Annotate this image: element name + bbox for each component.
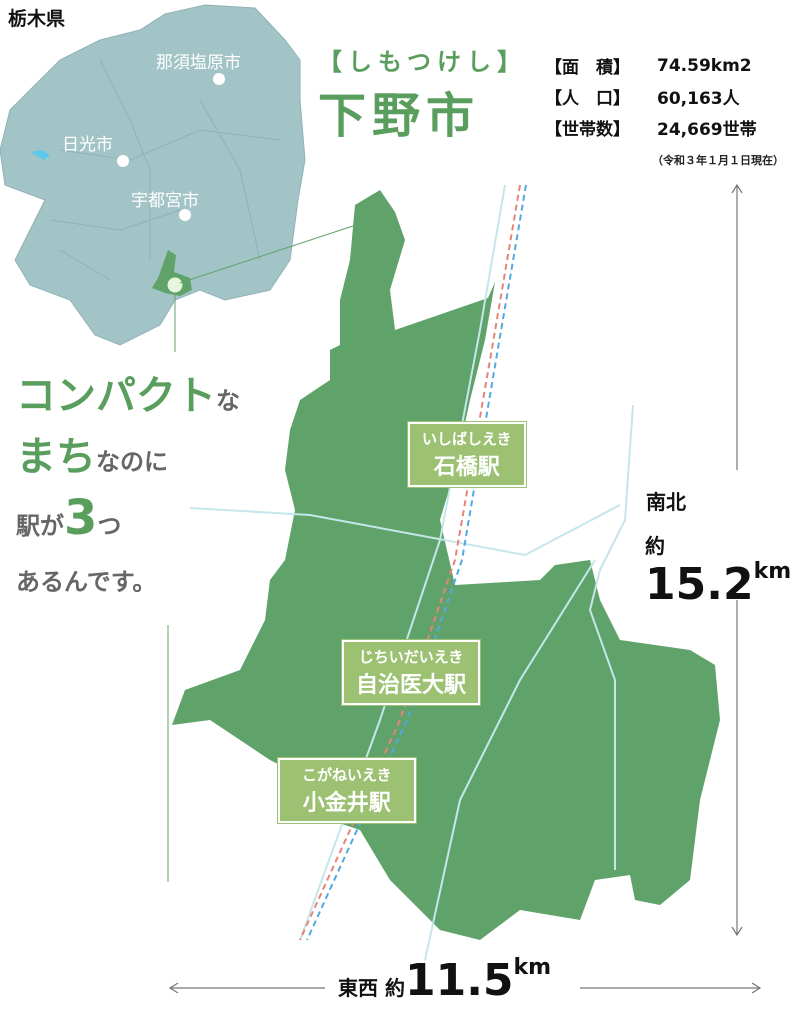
city-dot — [179, 209, 191, 221]
city-label-nikko: 日光市 — [62, 135, 113, 155]
station-ishibashi: いしばしえき 石橋駅 — [407, 421, 527, 488]
city-label-nasushiobara: 那須塩原市 — [156, 53, 241, 73]
station-jichiidai: じちいだいえき 自治医大駅 — [340, 639, 482, 706]
city-name: 下野市 — [318, 88, 481, 144]
stat-area: 【面 積】74.59km2 — [545, 55, 752, 79]
prefecture-title: 栃木県 — [8, 8, 66, 30]
city-dot — [117, 155, 129, 167]
city-label-utsunomiya: 宇都宮市 — [131, 191, 199, 211]
city-kana: 【しもつけし】 — [318, 48, 528, 76]
stats-note: （令和３年１月１日現在） — [652, 154, 784, 167]
ns-distance: 約15.2km — [645, 534, 792, 610]
stat-households: 【世帯数】24,669世帯 — [545, 120, 757, 140]
station-koganei: こがねいえき 小金井駅 — [277, 757, 417, 824]
stat-population: 【人 口】60,163人 — [545, 89, 740, 109]
lake-icon — [30, 150, 50, 160]
city-dot — [213, 73, 225, 85]
city-stats: 【面 積】74.59km2 【人 口】60,163人 【世帯数】24,669世帯 — [545, 50, 757, 143]
tochigi-prefecture-map — [0, 4, 306, 346]
shimotsuke-city-map — [172, 190, 720, 940]
ns-label: 南北 — [646, 490, 686, 514]
headline: コンパクトな まちなのに 駅が3つ あるんです。 — [16, 373, 240, 596]
ew-distance: 東西 約11.5km — [338, 955, 552, 1006]
